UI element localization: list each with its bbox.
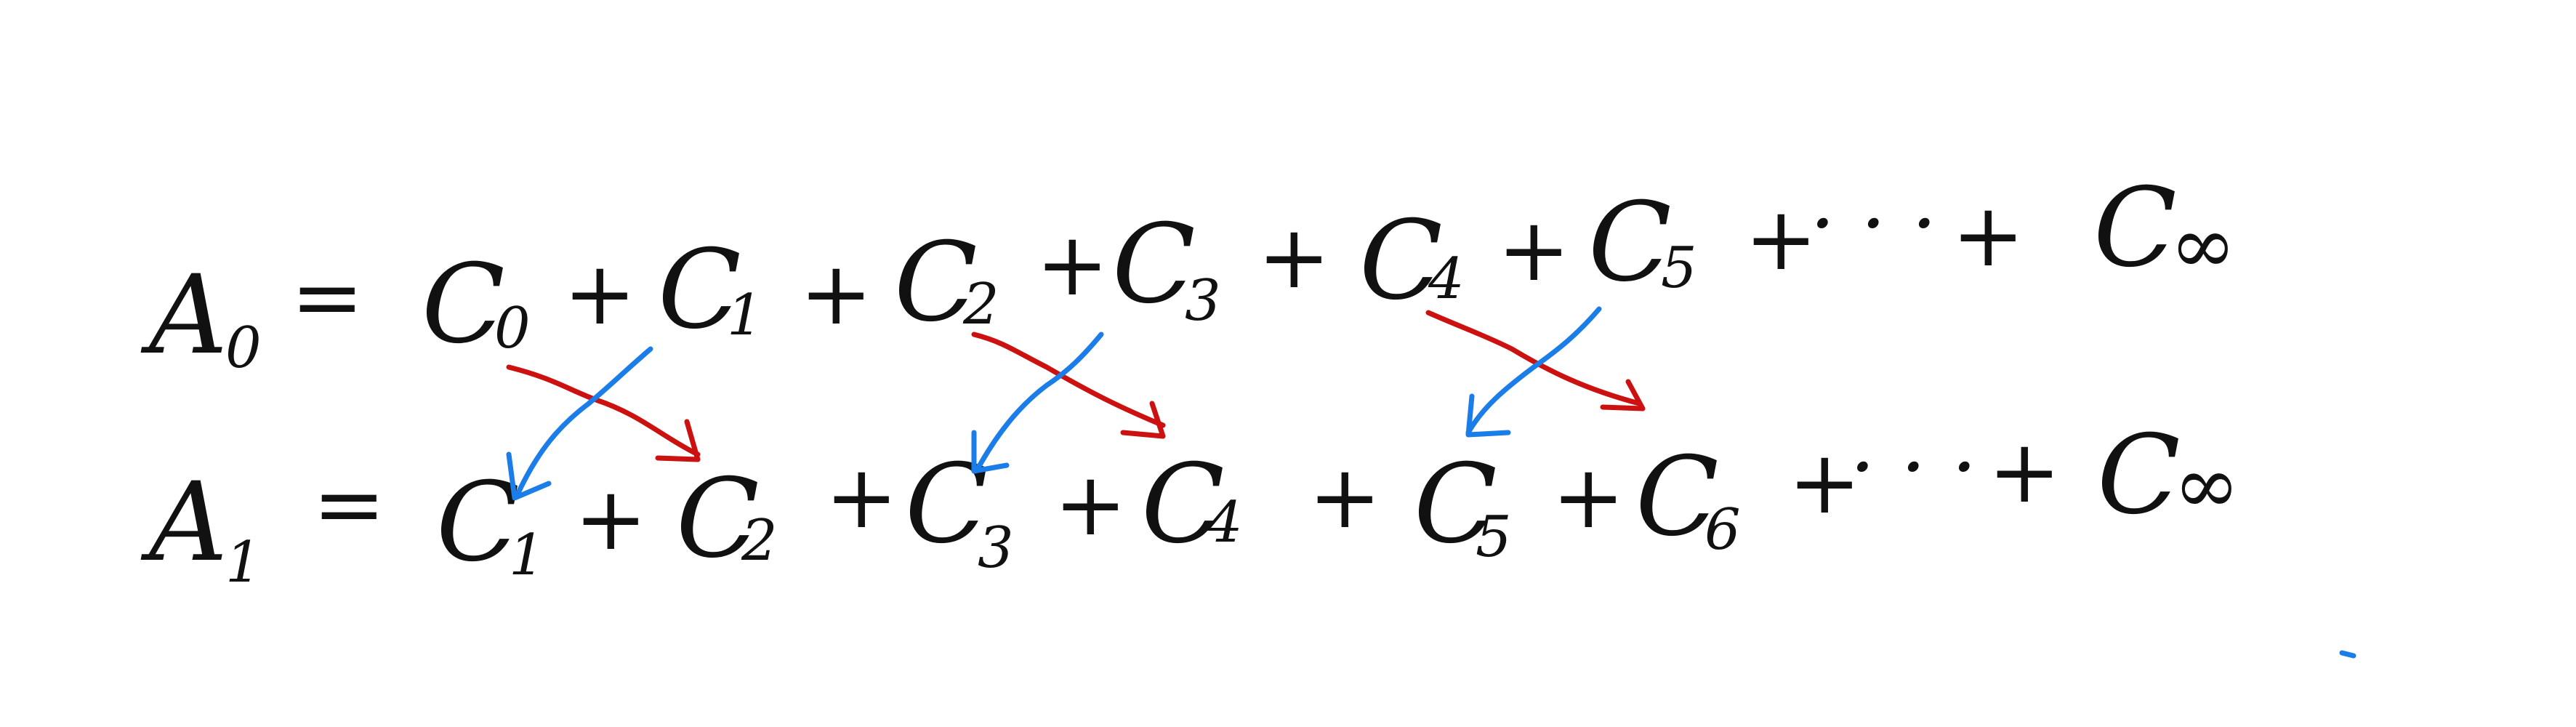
row0-plus: + — [800, 244, 873, 345]
row1-last-term-base: C — [2097, 412, 2181, 539]
row1-term-subscript: 5 — [1476, 505, 1512, 570]
row1-plus: + — [574, 469, 648, 570]
row0-term-subscript: 3 — [1185, 268, 1221, 334]
row1-term-subscript: 4 — [1206, 490, 1243, 555]
row0-plus: + — [1036, 214, 1109, 316]
row0-term-base: C — [894, 220, 978, 346]
row0-term-base: C — [422, 241, 505, 368]
row0-term-base: C — [658, 227, 741, 353]
row1-term-base: C — [436, 459, 520, 586]
row0-plus: + — [1497, 200, 1571, 301]
row1-plus: + — [1788, 433, 1861, 534]
row0-ellipsis: · · · — [1810, 177, 1937, 270]
equation-row-a0: A 0 = C 0 + C 1 + C 2 + C 3 + C 4 + C 5 … — [140, 165, 2237, 381]
row1-term-base: C — [1635, 434, 1719, 561]
row0-term-base: C — [1112, 201, 1196, 328]
row1-term-base: C — [676, 456, 760, 582]
row0-term-subscript: 0 — [494, 296, 531, 361]
row0-lhs-subscript: 0 — [225, 316, 262, 381]
row1-ellipsis: · · · — [1850, 420, 1977, 513]
row1-term-subscript: 3 — [978, 515, 1014, 581]
row1-term-subscript: 2 — [741, 508, 778, 574]
row0-lhs-base: A — [140, 252, 228, 379]
blue-arrow-icon — [1465, 306, 1602, 438]
red-arrow-icon — [1425, 310, 1646, 411]
row0-term-subscript: 1 — [727, 283, 763, 348]
row1-lhs-base: A — [140, 459, 228, 586]
row1-plus: + — [1308, 447, 1382, 548]
row1-term-base: C — [1141, 441, 1225, 568]
red-arrow-icon — [971, 332, 1166, 439]
blue-arrow-icon — [506, 346, 653, 501]
row0-plus: + — [1952, 185, 2025, 286]
row1-plus: + — [1054, 454, 1127, 555]
row1-plus: + — [1552, 447, 1625, 548]
row0-infinity-subscript: ∞ — [2170, 198, 2237, 292]
stray-blue-mark — [2339, 650, 2356, 659]
blue-arrow-icon — [971, 332, 1104, 474]
row1-equals: = — [313, 454, 386, 555]
blue-arrows — [506, 306, 1602, 501]
row0-last-term-base: C — [2093, 165, 2177, 292]
row1-term-subscript: 6 — [1704, 497, 1741, 563]
row0-term-subscript: 4 — [1428, 246, 1465, 312]
red-arrow-icon — [506, 364, 701, 462]
row0-term-base: C — [1359, 198, 1443, 324]
row1-term-base: C — [1414, 441, 1497, 568]
row0-plus: + — [563, 244, 637, 345]
row1-lhs-subscript: 1 — [225, 530, 262, 595]
row0-term-subscript: 2 — [962, 272, 999, 337]
equation-row-a1: A 1 = C 1 + C 2 + C 3 + C 4 + C 5 + C 6 … — [140, 412, 2240, 595]
row0-term-base: C — [1588, 180, 1672, 306]
row1-term-subscript: 1 — [509, 523, 545, 588]
row0-term-subscript: 5 — [1661, 236, 1697, 301]
row0-plus: + — [1744, 189, 1818, 290]
row0-plus: + — [1257, 207, 1331, 308]
row1-plus: + — [825, 447, 898, 548]
row1-infinity-subscript: ∞ — [2173, 438, 2240, 531]
row0-equals: = — [291, 247, 364, 348]
row1-plus: + — [1988, 422, 2061, 523]
